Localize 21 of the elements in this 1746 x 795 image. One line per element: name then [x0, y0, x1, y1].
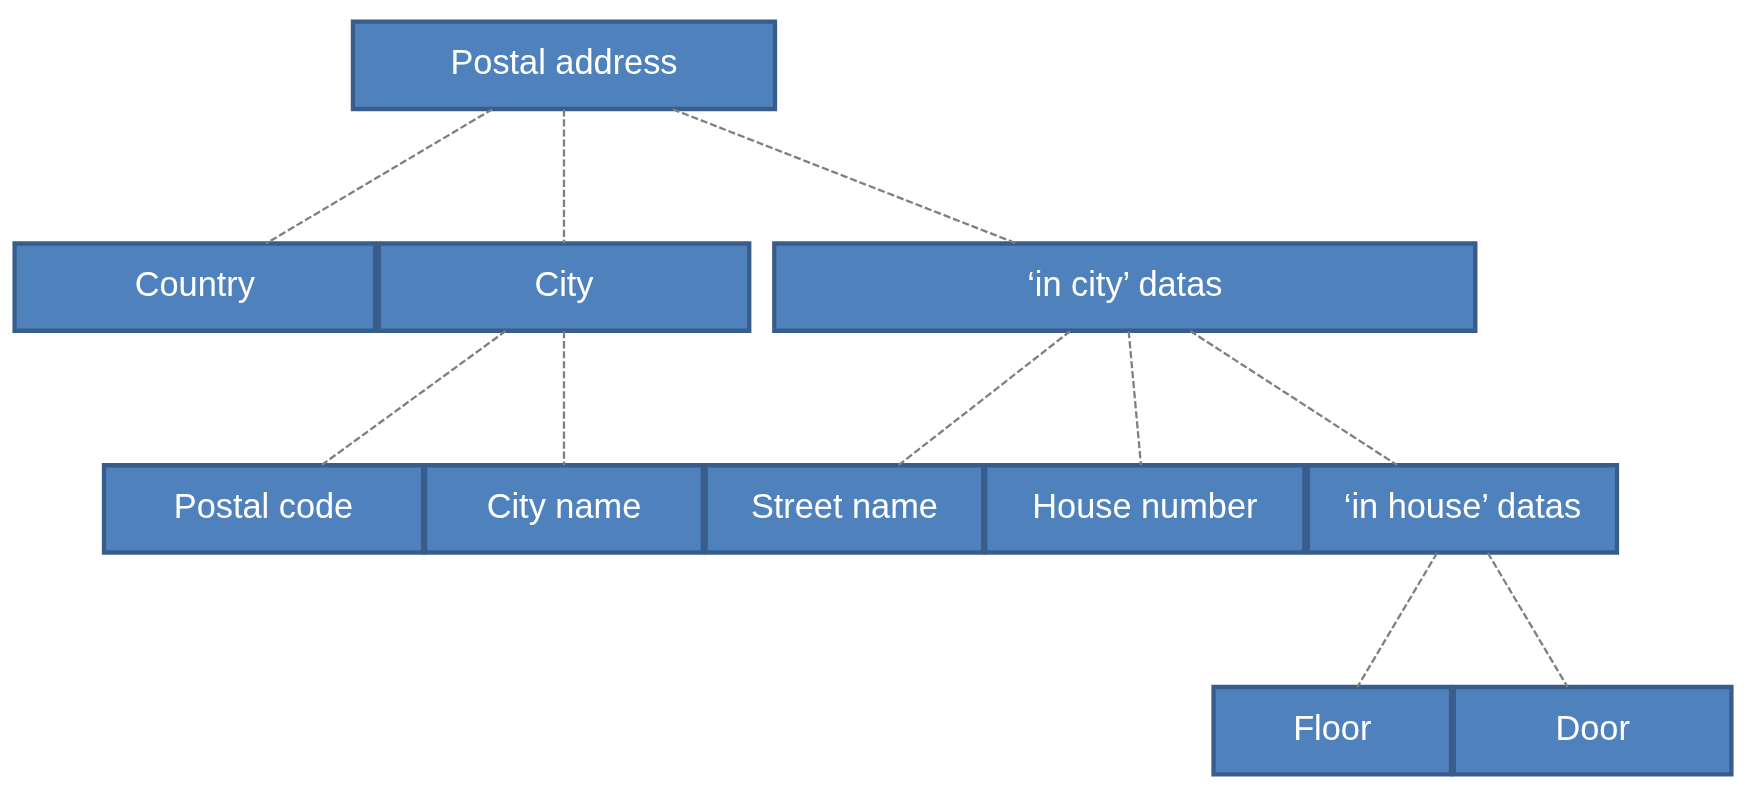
connector	[1486, 551, 1569, 688]
node-box: ‘in house’ datas	[1305, 462, 1620, 555]
connector	[1127, 330, 1143, 465]
connector	[1189, 329, 1398, 466]
connector	[1356, 551, 1439, 688]
node-box: Postal address	[350, 19, 778, 111]
node-box: Country	[12, 240, 378, 333]
connector	[562, 109, 566, 243]
node-box: Door	[1451, 684, 1734, 776]
node-box: Floor	[1211, 684, 1454, 776]
node-box: House number	[983, 462, 1307, 555]
node-box: City	[376, 240, 752, 333]
node-box: Street name	[703, 462, 986, 555]
connector	[265, 107, 493, 244]
connector	[320, 329, 507, 466]
node-box: ‘in city’ datas	[772, 240, 1478, 333]
connector	[562, 330, 566, 465]
connector	[672, 107, 1017, 244]
connector	[897, 329, 1071, 466]
node-box: City name	[423, 462, 705, 555]
node-box: Postal code	[101, 462, 426, 555]
